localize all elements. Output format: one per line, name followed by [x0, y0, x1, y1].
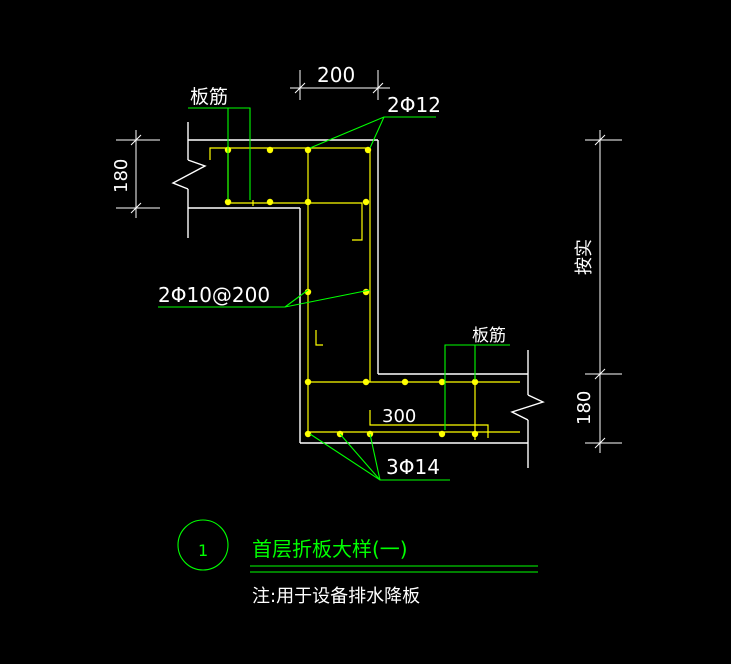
- label-top-slab-rebar: 板筋: [190, 86, 228, 108]
- dimension-texts: 200 180 180 300 按实: [111, 63, 595, 427]
- dim-top-slab-thickness: 180: [111, 159, 132, 193]
- label-bottom-bars: 3Φ14: [386, 455, 440, 479]
- rebar-dots: [224, 146, 479, 438]
- rebar-dot: [266, 146, 274, 154]
- rebar-dot: [438, 430, 446, 438]
- height-note: 按实: [574, 239, 595, 275]
- rebar-dot: [362, 378, 370, 386]
- rebar-dot: [438, 378, 446, 386]
- rebar-dot: [471, 430, 479, 438]
- rebar-dot: [471, 378, 479, 386]
- rebar-dot: [224, 198, 232, 206]
- rebar-dot: [401, 378, 409, 386]
- rebar-dot: [266, 198, 274, 206]
- detail-number: 1: [198, 541, 208, 560]
- rebar-dot: [304, 198, 312, 206]
- dimension-lines: [116, 70, 622, 453]
- concrete-outline: [171, 122, 545, 468]
- rebar-dot: [304, 146, 312, 154]
- label-bottom-slab-rebar: 板筋: [472, 326, 506, 346]
- detail-note: 注:用于设备排水降板: [252, 586, 420, 607]
- rebar-dot: [304, 288, 312, 296]
- rebar-dot: [362, 198, 370, 206]
- leader-lines: [158, 107, 538, 573]
- label-top-corner-bars: 2Φ12: [387, 93, 441, 117]
- dim-bottom-width: 300: [382, 406, 416, 427]
- detail-title-block: 1 首层折板大样(一) 注:用于设备排水降板: [198, 537, 420, 607]
- dim-bottom-slab-thickness: 180: [574, 391, 595, 425]
- dim-top-width: 200: [317, 63, 355, 87]
- label-stirrups: 2Φ10@200: [158, 283, 270, 307]
- rebar-dot: [362, 288, 370, 296]
- rebar-dot: [304, 430, 312, 438]
- rebar-dot: [304, 378, 312, 386]
- detail-title: 首层折板大样(一): [252, 537, 408, 561]
- rebar-dot: [364, 146, 372, 154]
- rebar-labels: 板筋 板筋 2Φ12 2Φ10@200 3Φ14: [158, 86, 506, 479]
